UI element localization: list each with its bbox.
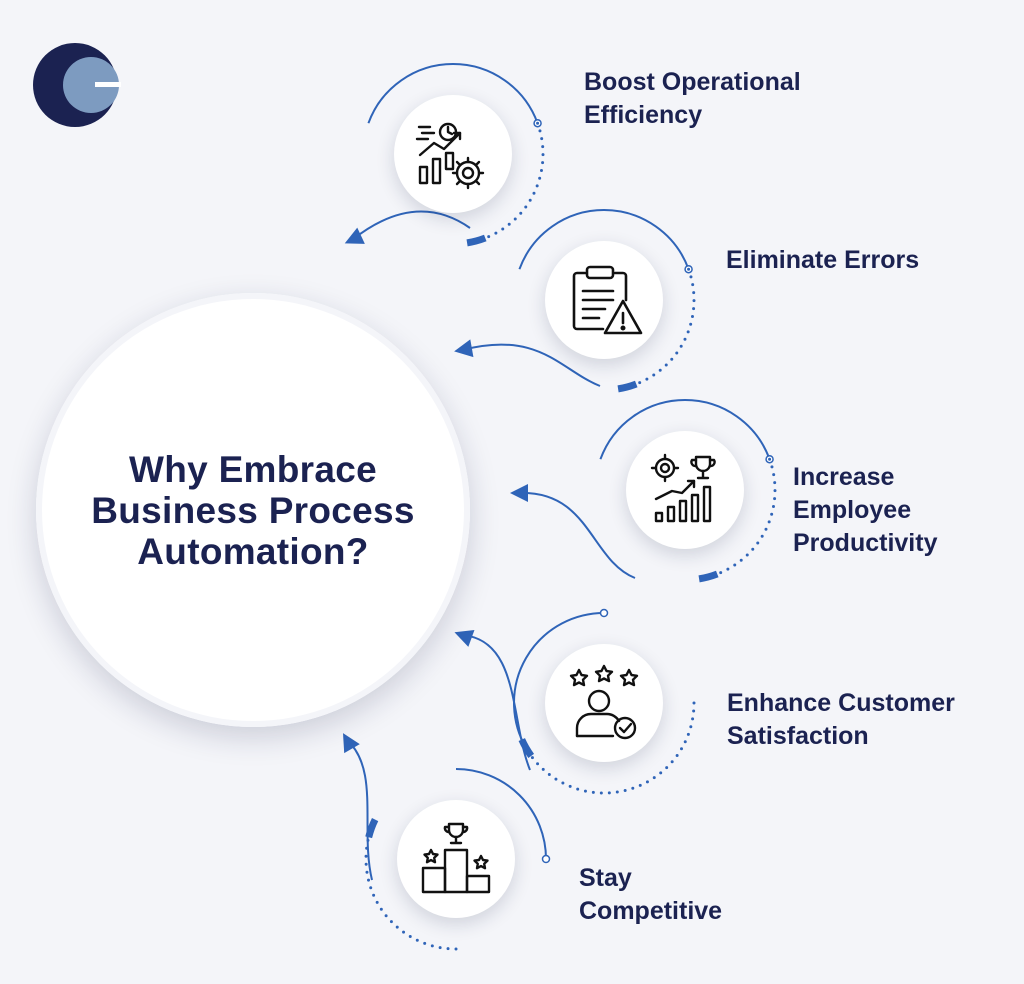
arc-dotted-1	[482, 121, 545, 241]
arc-cap-2	[617, 380, 638, 393]
benefit-label-efficiency: Boost Operational Efficiency	[584, 68, 801, 129]
benefit-label-productivity: Increase Employee Productivity	[793, 463, 938, 557]
arc-dotted-5	[364, 826, 458, 951]
arc-dotted-3	[714, 457, 777, 577]
benefit-label-errors: Eliminate Errors	[726, 246, 920, 274]
customer-rating-stars-icon	[569, 664, 639, 740]
connector-line-4	[461, 634, 531, 771]
clipboard-warning-icon	[572, 265, 643, 335]
arc-solid-2	[518, 209, 690, 270]
arc-solid-5	[455, 768, 547, 860]
arc-solid-3	[599, 399, 771, 460]
arrow-head-1	[344, 227, 365, 244]
connector-line-1	[351, 210, 471, 241]
benefit-label-satisfaction: Enhance Customer Satisfaction	[727, 689, 955, 750]
benefit-node-competitive	[397, 800, 515, 918]
connector-line-3	[517, 491, 636, 579]
benefit-node-productivity	[626, 431, 744, 549]
benefit-label-competitive: Stay Competitive	[579, 864, 723, 925]
arc-end-dot-4	[599, 608, 609, 618]
arrow-head-4	[454, 629, 475, 647]
benefit-node-satisfaction	[545, 644, 663, 762]
connector-line-2	[461, 343, 601, 387]
arc-dotted-2	[633, 267, 696, 387]
arc-dotted-4	[524, 701, 696, 795]
productivity-growth-trophy-icon	[650, 453, 716, 523]
benefit-node-efficiency	[394, 95, 512, 213]
arc-cap-3	[698, 570, 719, 583]
arrow-head-3	[510, 484, 528, 502]
arc-cap-5	[365, 818, 379, 839]
connector-line-5	[346, 739, 373, 881]
arc-solid-4	[513, 612, 605, 749]
arc-solid-1	[367, 63, 539, 124]
arrow-head-2	[454, 339, 474, 358]
efficiency-chart-gear-icon	[415, 122, 485, 190]
arc-end-dot-5	[541, 854, 551, 864]
benefit-node-errors	[545, 241, 663, 359]
arrow-head-5	[343, 733, 360, 754]
arc-cap-1	[466, 234, 487, 247]
podium-trophy-icon	[421, 822, 491, 894]
company-logo-icon	[33, 42, 123, 128]
